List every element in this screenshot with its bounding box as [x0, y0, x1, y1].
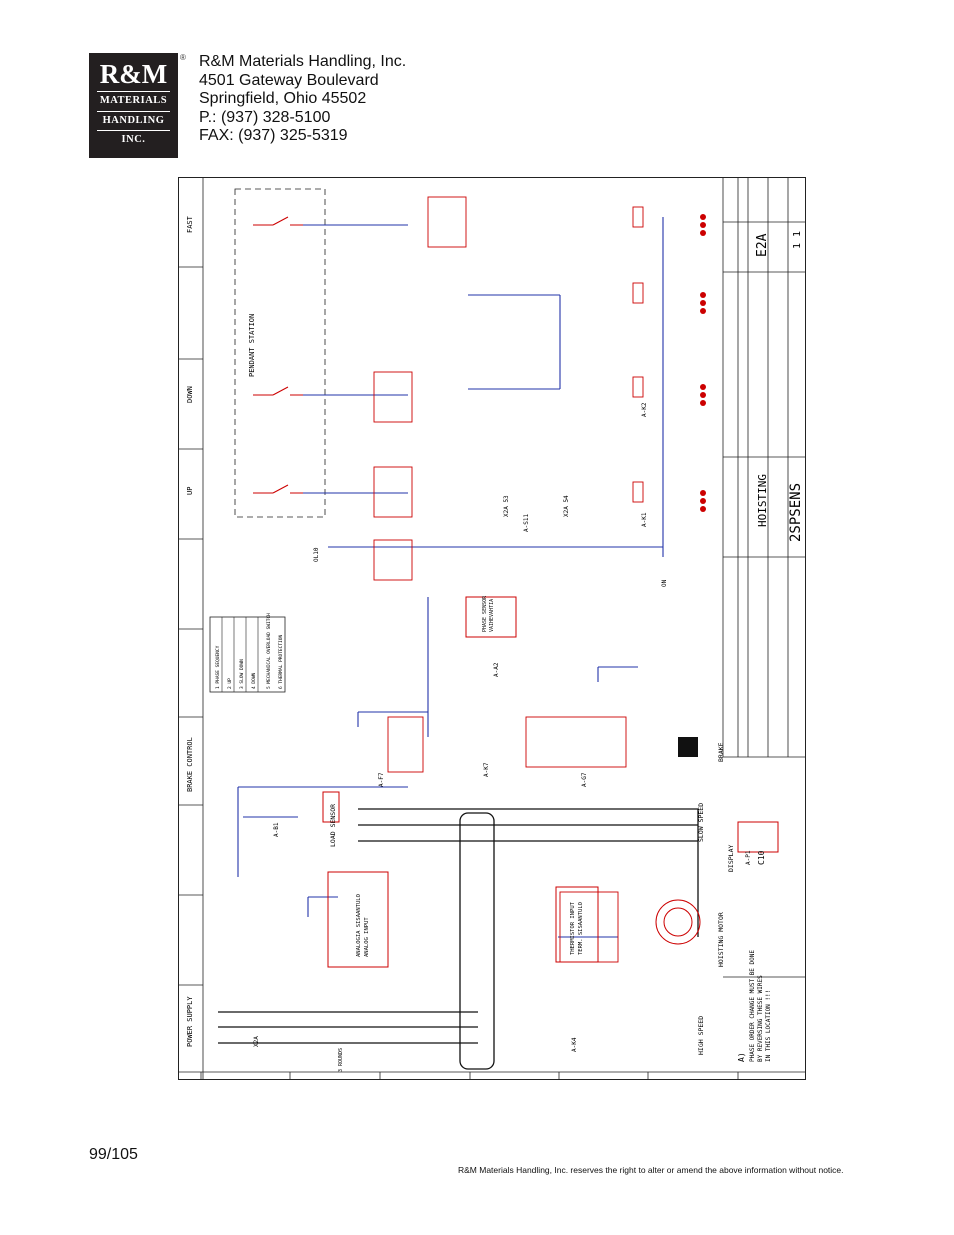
- section-fast: FAST: [186, 215, 194, 233]
- registered-mark: ®: [180, 53, 186, 62]
- phase-sensor-label: PHASE SENSOR: [482, 595, 488, 632]
- thermistor-box: [555, 886, 599, 963]
- brake-symbol: [678, 737, 698, 757]
- relay-contacts: [373, 196, 644, 963]
- phase-sensor-sublabel: VAIHEVAHTIA: [489, 599, 495, 632]
- wire-label-a-s11: A-S11: [523, 514, 530, 532]
- page-number: 99/105: [89, 1146, 138, 1163]
- company-street: 4501 Gateway Boulevard: [199, 71, 379, 89]
- load-sensor-label: LOAD SENSOR: [329, 804, 337, 847]
- company-fax: FAX: (937) 325-5319: [199, 127, 348, 144]
- wire-label-a-k1: A-K1: [641, 512, 648, 527]
- legend-item: 6 THERMAL PROTECTION: [278, 635, 284, 689]
- section-brake-control: BRAKE CONTROL: [186, 737, 194, 792]
- section-up: UP: [186, 487, 194, 495]
- wire-label-a-k4: A-K4: [571, 1037, 578, 1052]
- company-phone: P.: (937) 328-5100: [199, 108, 331, 126]
- control-wiring-blue: [237, 217, 664, 938]
- disclaimer: R&M Materials Handling, Inc. reserves th…: [458, 1165, 844, 1175]
- wire-label-a-f7: A-F7: [378, 772, 385, 787]
- analog-input-sublabel: ANALOG INPUT: [364, 917, 370, 957]
- logo-line-handling: HANDLING: [102, 114, 165, 126]
- drawing-sheet: E2A: [755, 233, 770, 257]
- load-sensor-symbol: [322, 791, 340, 823]
- company-address: R&M Materials Handling, Inc. 4501 Gatewa…: [199, 53, 406, 146]
- company-logo: R&M MATERIALS HANDLING INC.: [89, 53, 178, 158]
- note-a-line3: IN THIS LOCATION !!!: [765, 990, 772, 1062]
- hoisting-motor-label: HOISTING MOTOR: [717, 912, 725, 967]
- motor-symbol: [655, 899, 701, 945]
- note-a-label: A): [737, 1052, 746, 1062]
- logo-rm: R&M: [99, 59, 168, 89]
- logo-rule: [97, 91, 170, 92]
- title-block: [722, 177, 806, 978]
- company-city: Springfield, Ohio 45502: [199, 90, 367, 107]
- pendant-switches: [253, 216, 303, 494]
- thermistor-label: THERMISTOR INPUT: [570, 901, 576, 955]
- drawing-title: HOISTING: [756, 474, 769, 527]
- wire-label-x2a: X2A: [253, 1036, 260, 1047]
- company-name: R&M Materials Handling, Inc.: [199, 53, 407, 70]
- legend-item: 2 UP: [227, 678, 233, 689]
- wire-label-x2a-53: X2A 53: [503, 495, 510, 517]
- contact-terminals: [700, 214, 706, 512]
- wire-label-ol10: OL10: [313, 547, 320, 562]
- display-code: C10: [757, 850, 766, 865]
- legend: 1 PHASE SEQUENCY 2 UP 3 SLOW DOWN 4 DOWN…: [209, 613, 286, 693]
- note-a-line2: BY REVERSING THESE WIRES: [757, 975, 764, 1062]
- wire-label-a-b1: A-B1: [273, 822, 280, 837]
- phase-sensor-box: [465, 596, 517, 638]
- wire-label-3-rounds: 3 ROUNDS: [338, 1048, 344, 1072]
- section-down: DOWN: [186, 386, 194, 403]
- thermistor-sublabel: TERM. SISAANTULO: [578, 902, 584, 955]
- logo-rule: [97, 110, 170, 112]
- note-a-line1: PHASE ORDER CHANGE MUST BE DONE: [749, 950, 756, 1062]
- wire-label-x2a-54: X2A 54: [563, 495, 570, 517]
- legend-item: 5 MECHANICAL OVERLOAD SWITCH: [266, 613, 272, 689]
- pendant-station-box: [234, 188, 326, 518]
- slow-speed-label: SLOW SPEED: [697, 803, 705, 842]
- legend-item: 4 DOWN: [251, 672, 257, 689]
- display-box: [737, 821, 779, 853]
- logo-line-inc: INC.: [121, 134, 146, 145]
- high-speed-label: HIGH SPEED: [697, 1016, 705, 1055]
- wire-label-a-k7: A-K7: [483, 762, 490, 777]
- display-label: DISPLAY: [727, 845, 735, 872]
- legend-item: 1 PHASE SEQUENCY: [215, 645, 221, 689]
- frame-border: [178, 177, 806, 1080]
- section-power-supply: POWER SUPPLY: [186, 996, 194, 1047]
- legend-item: 3 SLOW DOWN: [239, 659, 245, 689]
- analog-input-label: ANALOGIA SISAANTULO: [356, 894, 362, 957]
- pendant-station-label: PENDANT STATION: [248, 314, 256, 377]
- logo-rule: [97, 130, 170, 131]
- wiring-schematic: POWER SUPPLY BRAKE CONTROL UP DOWN FAST …: [178, 177, 806, 1080]
- logo-line-materials: MATERIALS: [99, 95, 168, 106]
- brake-label: BRAKE: [717, 742, 725, 762]
- wire-label-a-a2: A-A2: [493, 662, 500, 677]
- wire-label-on: ON: [661, 579, 668, 587]
- drawing-sheet-count: 1 1: [792, 231, 803, 249]
- wire-label-a-g7: A-G7: [581, 772, 588, 787]
- power-wiring: [218, 808, 699, 1070]
- drawing-number: 2SPSENS: [788, 483, 804, 542]
- wire-label-a-k2: A-K2: [641, 402, 648, 417]
- analog-input-box: [327, 871, 389, 968]
- display-ref: A-P1: [745, 850, 752, 865]
